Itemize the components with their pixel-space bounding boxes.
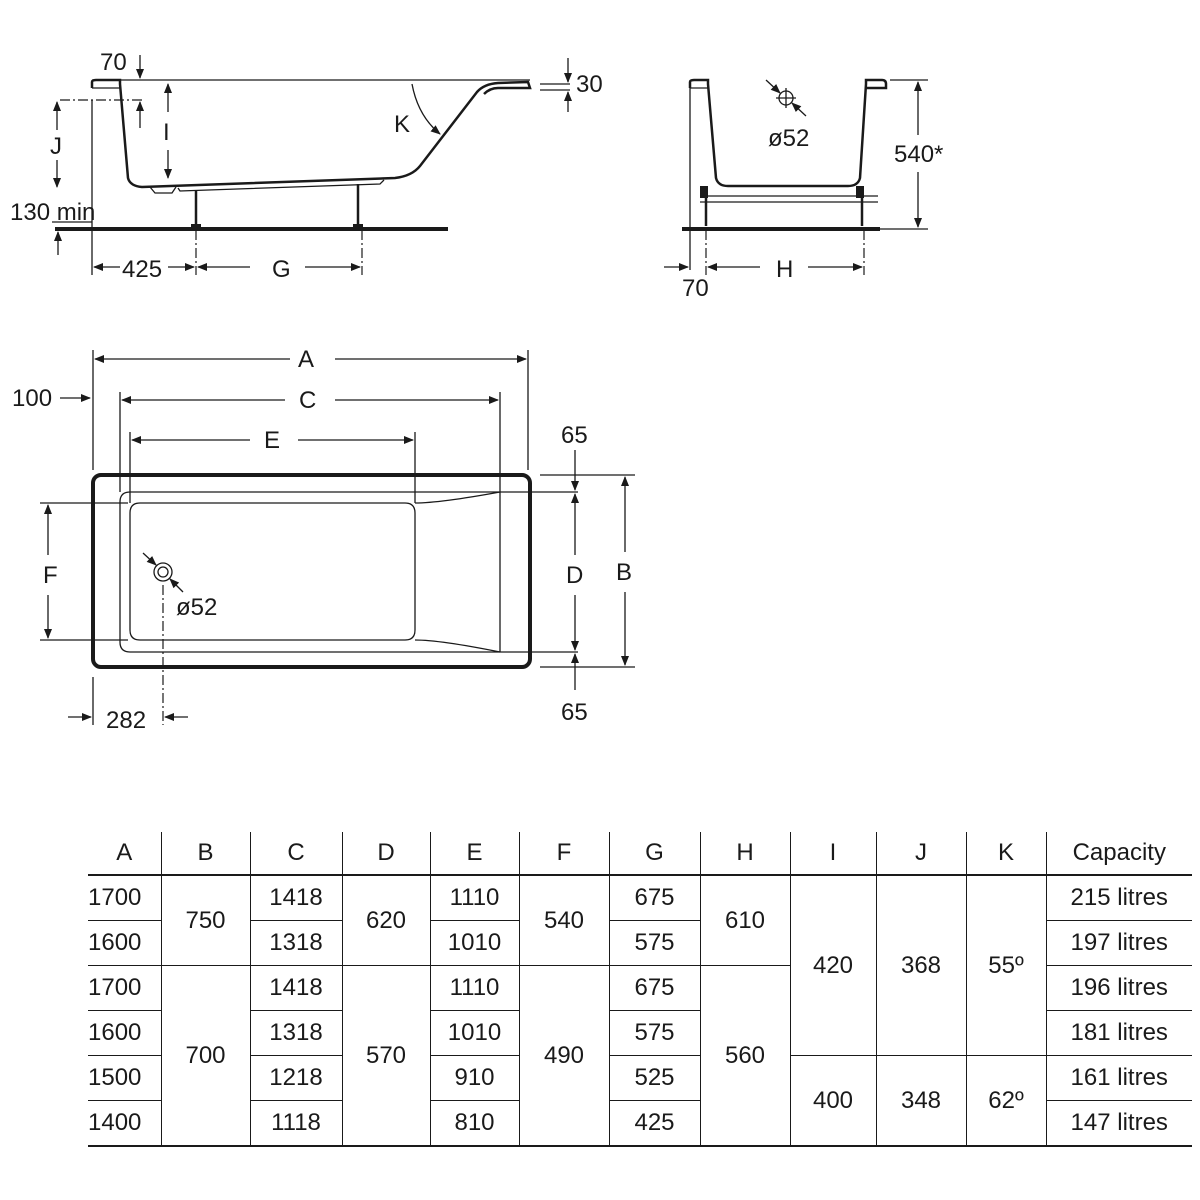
dim-i: I xyxy=(163,119,170,146)
cell-capacity: 196 litres xyxy=(1045,965,1192,1011)
cell-f: 490 xyxy=(518,965,609,1147)
header-g: G xyxy=(608,832,700,876)
header-capacity: Capacity xyxy=(1045,832,1192,876)
plan-view: A C E 100 65 65 D B F ø52 282 xyxy=(12,346,635,734)
cell-c: 1418 xyxy=(249,965,342,1011)
cell-g: 525 xyxy=(608,1055,700,1101)
cell-h: 560 xyxy=(699,965,790,1147)
header-f: F xyxy=(518,832,609,876)
cell-b: 700 xyxy=(160,965,250,1147)
cell-j: 348 xyxy=(875,1055,966,1147)
dim-g: G xyxy=(272,256,291,283)
dim-30: 30 xyxy=(576,71,603,98)
cell-g: 575 xyxy=(608,920,700,966)
cell-capacity: 215 litres xyxy=(1045,874,1192,921)
cell-e: 810 xyxy=(429,1100,519,1147)
cell-i: 400 xyxy=(789,1055,876,1147)
header-b: B xyxy=(160,832,250,876)
dim-j: J xyxy=(50,133,62,160)
drain-diameter-end: ø52 xyxy=(768,125,809,152)
cell-capacity: 181 litres xyxy=(1045,1010,1192,1056)
cell-e: 1110 xyxy=(429,965,519,1011)
table-row: 1600 1318 1010 575 197 litres xyxy=(88,920,1192,966)
end-view: 540* ø52 70 H xyxy=(664,78,943,302)
cell-a: 1400 xyxy=(88,1100,161,1147)
table-header: A B C D E F G H I J K Capacity xyxy=(88,832,1192,876)
cell-c: 1318 xyxy=(249,920,342,966)
dim-65-top: 65 xyxy=(561,422,588,449)
dim-540: 540* xyxy=(894,141,943,168)
dim-70-end: 70 xyxy=(682,275,709,302)
cell-e: 1010 xyxy=(429,1010,519,1056)
cell-g: 575 xyxy=(608,1010,700,1056)
dim-f: F xyxy=(43,562,58,589)
dim-65-bottom: 65 xyxy=(561,699,588,726)
cell-a: 1500 xyxy=(88,1055,161,1101)
cell-c: 1318 xyxy=(249,1010,342,1056)
cell-d: 620 xyxy=(341,874,430,966)
cell-g: 425 xyxy=(608,1100,700,1147)
cell-e: 1010 xyxy=(429,920,519,966)
technical-drawings: 70 30 J I K 130 min 425 G 540* ø52 70 H xyxy=(10,49,943,734)
dim-282: 282 xyxy=(106,707,146,734)
cell-g: 675 xyxy=(608,965,700,1011)
dim-b: B xyxy=(616,559,632,586)
cell-capacity: 161 litres xyxy=(1045,1055,1192,1101)
cell-k: 62º xyxy=(965,1055,1046,1147)
cell-k: 55º xyxy=(965,874,1046,1056)
cell-c: 1218 xyxy=(249,1055,342,1101)
side-view: 70 30 J I K 130 min 425 G xyxy=(10,49,603,283)
dim-h: H xyxy=(776,256,793,283)
dim-130-min: 130 min xyxy=(10,199,95,226)
cell-a: 1700 xyxy=(88,874,161,921)
table-row: 1700 700 1418 570 1110 490 675 560 196 l… xyxy=(88,965,1192,1147)
cell-e: 910 xyxy=(429,1055,519,1101)
cell-b: 750 xyxy=(160,874,250,966)
drain-diameter-plan: ø52 xyxy=(176,594,217,621)
dim-a: A xyxy=(298,346,314,373)
table-row: 1600 1318 1010 575 181 litres xyxy=(88,1010,1192,1056)
header-j: J xyxy=(875,832,966,876)
table-row: 1400 1118 810 425 147 litres xyxy=(88,1100,1192,1147)
dim-c: C xyxy=(299,387,316,414)
cell-i: 420 xyxy=(789,874,876,1056)
dim-100: 100 xyxy=(12,385,52,412)
cell-capacity: 147 litres xyxy=(1045,1100,1192,1147)
cell-c: 1418 xyxy=(249,874,342,921)
header-a: A xyxy=(88,832,161,876)
cell-capacity: 197 litres xyxy=(1045,920,1192,966)
cell-a: 1600 xyxy=(88,1010,161,1056)
dim-e: E xyxy=(264,427,280,454)
dim-425: 425 xyxy=(122,256,162,283)
table-row: 1500 1218 910 525 400 348 62º 161 litres xyxy=(88,1055,1192,1147)
header-c: C xyxy=(249,832,342,876)
cell-g: 675 xyxy=(608,874,700,921)
dim-d: D xyxy=(566,562,583,589)
dim-k: K xyxy=(394,111,410,138)
cell-h: 610 xyxy=(699,874,790,966)
header-h: H xyxy=(699,832,790,876)
cell-a: 1700 xyxy=(88,965,161,1011)
header-i: I xyxy=(789,832,876,876)
cell-d: 570 xyxy=(341,965,430,1147)
dim-70: 70 xyxy=(100,49,127,76)
cell-f: 540 xyxy=(518,874,609,966)
dimensions-table: A B C D E F G H I J K Capacity 1700 750 … xyxy=(88,832,1192,1147)
header-d: D xyxy=(341,832,430,876)
cell-c: 1118 xyxy=(249,1100,342,1147)
cell-e: 1110 xyxy=(429,874,519,921)
header-e: E xyxy=(429,832,519,876)
header-k: K xyxy=(965,832,1046,876)
cell-j: 368 xyxy=(875,874,966,1056)
table-row: 1700 750 1418 620 1110 540 675 610 420 3… xyxy=(88,874,1192,1056)
cell-a: 1600 xyxy=(88,920,161,966)
